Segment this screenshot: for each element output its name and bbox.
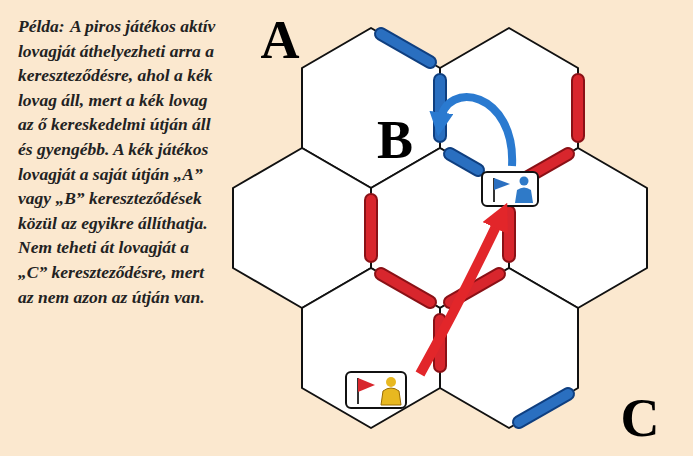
red-road [381,274,430,302]
blue-road [381,34,430,62]
red-road [381,274,430,302]
hex-tile [302,268,440,428]
red-road [502,212,516,256]
red-flag [358,378,375,392]
example-text: Példa:A piros játékos aktív lovagját áth… [18,14,216,309]
blue-road [450,154,478,170]
knight-head [520,177,529,186]
blue-road [519,394,568,422]
knight-body [381,388,401,405]
junction-letter: A [261,13,300,67]
blue-road [450,154,478,170]
red-move-arrow [420,218,500,374]
red-roads [371,80,578,366]
junction-letter: C [621,391,660,445]
hex-tiles [233,28,647,428]
blue-road [381,34,430,62]
red-road [571,80,585,136]
knight-box [482,172,538,206]
junction-letter: B [377,113,413,167]
blue-roads [381,34,568,422]
example-heading: Példa: [18,16,65,36]
blue-knight-token [482,172,538,206]
knight-head [386,377,396,387]
red-road [504,212,514,256]
blue-flag [494,178,510,190]
knight-body [515,188,533,204]
red-road [364,200,378,256]
example-body: A piros játékos aktív lovagját áthelyezh… [18,16,215,307]
red-road [366,200,376,256]
blue-road [519,394,568,422]
red-knight-token [346,372,406,408]
hex-tile [440,28,578,188]
knight-box [346,372,406,408]
red-road [573,80,583,136]
blue-move-arrow [440,97,512,166]
